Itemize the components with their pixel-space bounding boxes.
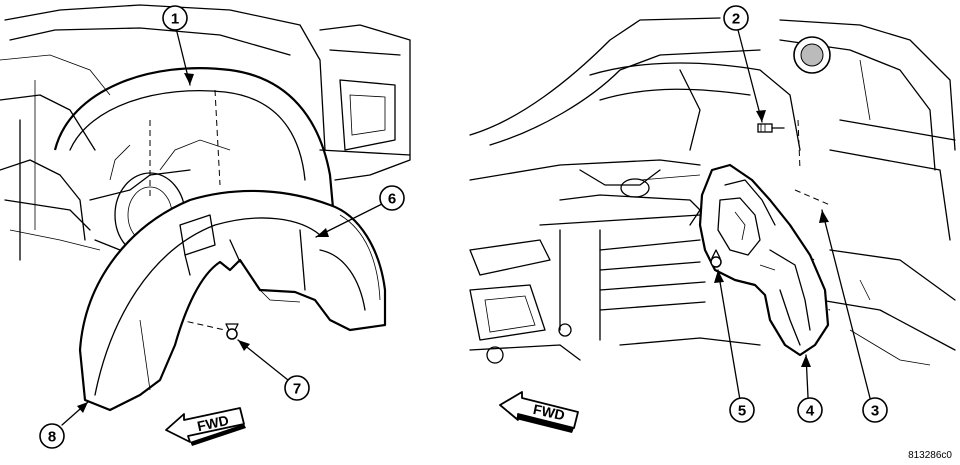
svg-text:8: 8 [48, 429, 56, 446]
right-panel-rear-shield: 2 3 4 5 FWD [469, 5, 956, 433]
svg-text:6: 6 [388, 191, 396, 208]
callout-6: 6 [379, 185, 405, 211]
callout-4: 4 [797, 397, 823, 423]
svg-text:2: 2 [732, 11, 740, 28]
bolt-upper [757, 123, 785, 133]
svg-text:1: 1 [171, 11, 179, 28]
callout-3: 3 [862, 397, 888, 423]
svg-text:3: 3 [871, 403, 879, 420]
leader-2 [737, 29, 763, 123]
front-wheelhouse-liner [78, 189, 387, 412]
callout-7: 7 [284, 375, 310, 401]
rear-splash-shield [698, 163, 830, 357]
front-body-structure [0, 4, 411, 331]
left-panel-front-liner: 1 6 7 8 FWD [0, 4, 411, 449]
svg-text:FWD: FWD [196, 412, 231, 434]
leader-5 [717, 269, 741, 401]
callout-5: 5 [729, 397, 755, 423]
push-pin-lower [710, 249, 722, 268]
svg-text:7: 7 [293, 381, 301, 398]
callout-1: 1 [162, 5, 188, 31]
push-pin-fastener [225, 323, 239, 340]
svg-text:5: 5 [738, 403, 746, 420]
svg-text:4: 4 [806, 403, 815, 420]
fwd-arrow-left: FWD [165, 407, 246, 446]
fwd-arrow-right: FWD [499, 391, 579, 433]
callout-2: 2 [723, 5, 749, 31]
leader-3 [821, 209, 871, 399]
callout-8: 8 [39, 423, 65, 449]
figure-id: 813286c0 [908, 450, 952, 461]
svg-text:FWD: FWD [532, 401, 567, 423]
